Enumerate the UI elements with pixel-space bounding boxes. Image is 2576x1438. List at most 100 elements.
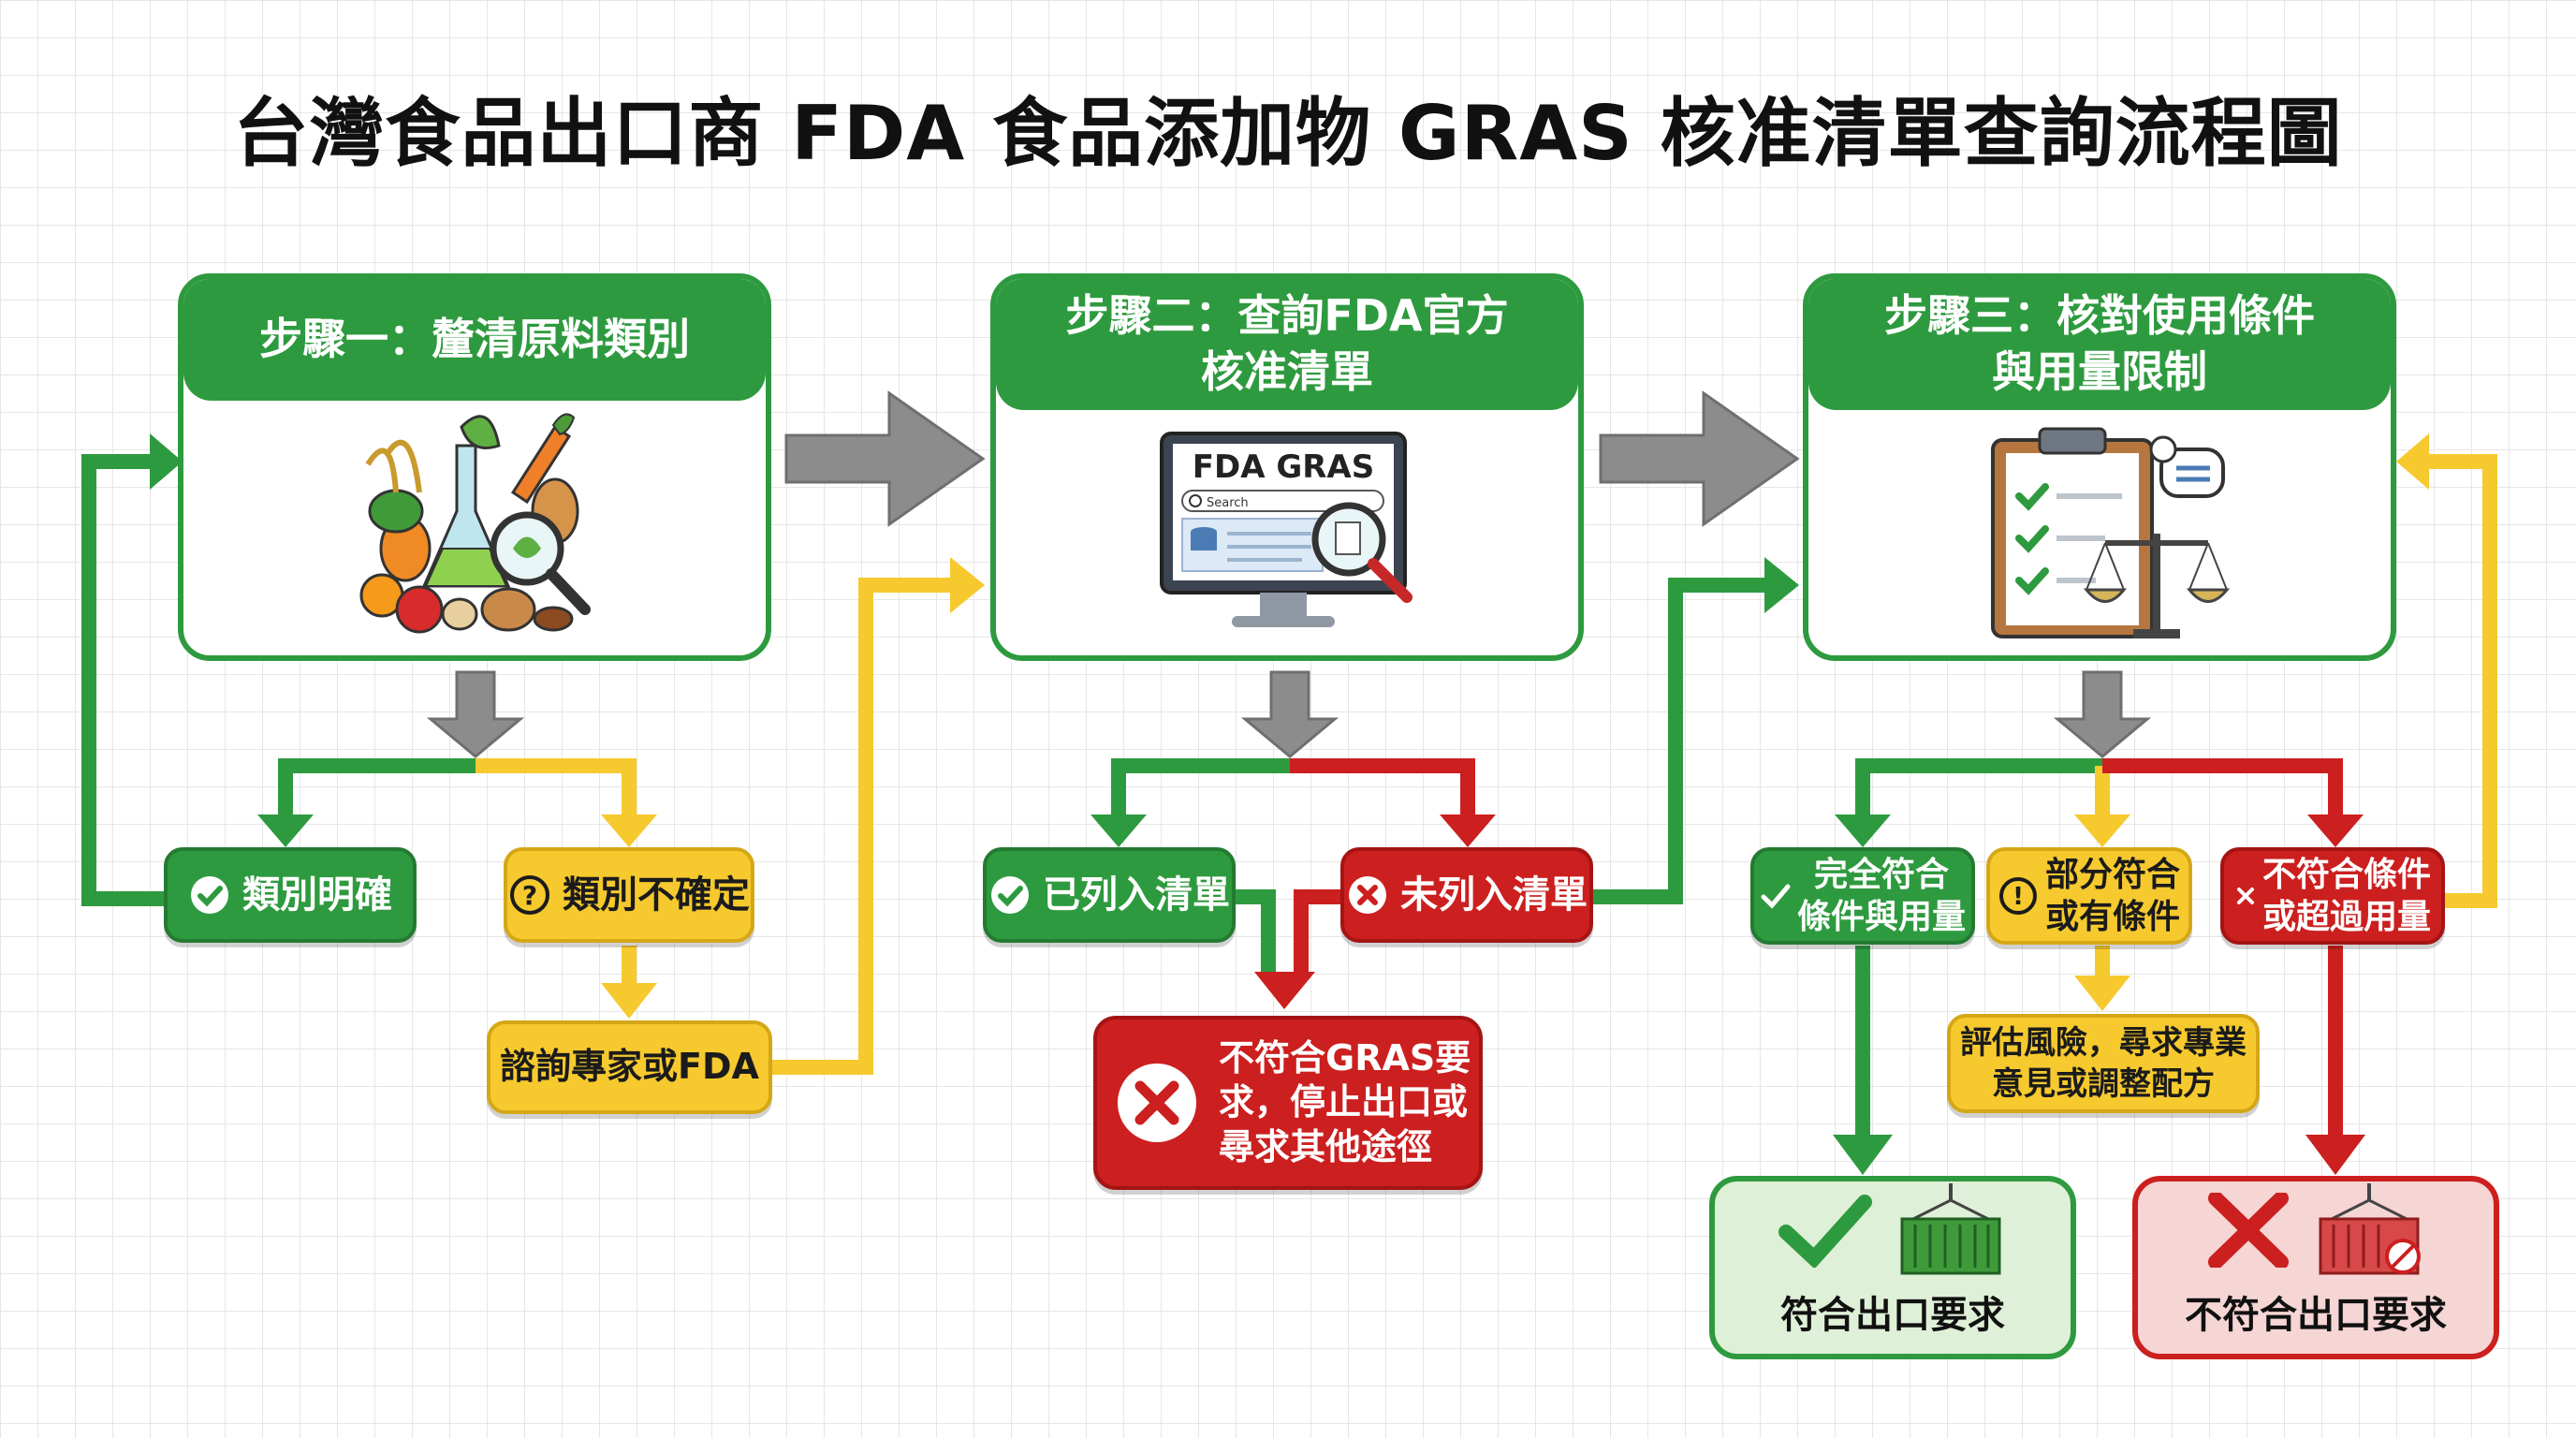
fda-gras-monitor-icon: FDA GRAS Search <box>1160 432 1412 627</box>
x-icon <box>2208 1193 2289 1268</box>
consult-expert-label: 諮詢專家或FDA <box>500 1046 759 1088</box>
arrowhead-consult <box>601 983 657 1019</box>
page-title: 台灣食品出口商 FDA 食品添加物 GRAS 核准清單查詢流程圖 <box>233 90 2343 177</box>
svg-text:?: ? <box>522 880 537 911</box>
full-line1: 完全符合 <box>1813 856 1949 894</box>
fully-compliant-pill: 完全符合 條件與用量 <box>1750 847 1975 945</box>
line-step1-loop-back <box>81 454 164 906</box>
line-step2-red-branch <box>1290 758 1475 824</box>
arrowhead-listed-step3 <box>1764 557 1799 613</box>
arrowhead-step2-green <box>1090 814 1147 847</box>
category-clear-pill: 類別明確 <box>164 847 417 943</box>
stop-line2: 求，停止出口或 <box>1219 1081 1469 1123</box>
listed-label: 已列入清單 <box>1043 873 1230 917</box>
step3-card: 步驟三：核對使用條件 與用量限制 <box>1803 273 2396 661</box>
stop-export-box: 不符合GRAS要 求，停止出口或 尋求其他途徑 <box>1093 1016 1483 1190</box>
assess-risk-box: 評估風險，尋求專業 意見或調整配方 <box>1947 1014 2260 1113</box>
question-circle-icon: ? <box>510 875 549 915</box>
step3-header: 步驟三：核對使用條件 與用量限制 <box>1808 279 2391 410</box>
assess-line2: 意見或調整配方 <box>1992 1065 2215 1103</box>
fail-result-box: 不符合出口要求 <box>2132 1176 2499 1359</box>
pass-result-box: 符合出口要求 <box>1709 1176 2076 1359</box>
stop-export-text: 不符合GRAS要 求，停止出口或 尋求其他途徑 <box>1219 1036 1471 1170</box>
not-listed-label: 未列入清單 <box>1400 873 1588 917</box>
assess-line1: 評估風險，尋求專業 <box>1960 1023 2247 1062</box>
arrowhead-step3-loop <box>2396 433 2429 490</box>
shipping-container-icon <box>1900 1183 2001 1275</box>
arrowhead-consult-step2 <box>950 557 985 613</box>
arrowhead-step2-red <box>1440 814 1496 847</box>
arrowhead-fail-result <box>2305 1135 2365 1175</box>
arrowhead-step3-green <box>1835 814 1891 847</box>
arrowhead-step1-yellow <box>601 814 657 847</box>
line-step2-green-branch <box>1111 758 1290 824</box>
arrowhead-assess <box>2074 976 2130 1011</box>
x-circle-icon <box>1349 876 1386 914</box>
x-circle-icon <box>1118 1064 1196 1142</box>
arrowhead-step1-loop <box>150 433 183 490</box>
line-notlisted-down <box>1294 889 1348 978</box>
blocked-container-icon <box>2319 1183 2421 1275</box>
step2-header: 步驟二：查詢FDA官方 核准清單 <box>996 279 1578 410</box>
category-clear-label: 類別明確 <box>242 873 392 917</box>
line-consult-to-step2 <box>772 578 955 1075</box>
listed-pill: 已列入清單 <box>983 847 1236 943</box>
noncompliant-pill: 不符合條件 或超過用量 <box>2220 847 2445 945</box>
gray-down-arrow-2 <box>1240 670 1339 758</box>
gray-arrow-step2-to-3 <box>1599 390 1800 527</box>
noncompliant-text: 不符合條件 或超過用量 <box>2262 854 2431 938</box>
pass-result-icons <box>1778 1183 2007 1277</box>
gray-arrow-step1-to-2 <box>784 390 986 527</box>
arrowhead-step1-green <box>257 814 314 847</box>
line-listed-down <box>1234 889 1276 978</box>
stop-line1: 不符合GRAS要 <box>1219 1036 1471 1078</box>
gray-down-arrow-1 <box>426 670 525 758</box>
pass-result-label: 符合出口要求 <box>1780 1294 2005 1337</box>
line-step3-green-branch <box>1855 758 2102 824</box>
check-icon <box>1778 1195 1872 1268</box>
gray-down-arrow-3 <box>2053 670 2152 758</box>
step3-header-line2: 與用量限制 <box>1992 346 2207 397</box>
step2-header-line1: 步驟二：查詢FDA官方 <box>1065 290 1509 342</box>
line-step1-green-branch <box>278 758 476 824</box>
line-step3-loop-back <box>2424 454 2497 908</box>
fail-result-icons <box>2206 1183 2425 1277</box>
check-circle-icon <box>191 876 228 914</box>
fully-compliant-text: 完全符合 條件與用量 <box>1797 854 1966 938</box>
arrowhead-pass <box>1833 1135 1893 1175</box>
line-step3-red-branch <box>2102 758 2343 824</box>
clipboard-scale-icon <box>1991 427 2231 638</box>
not-listed-pill: 未列入清單 <box>1340 847 1593 943</box>
step1-card: 步驟一：釐清原料類別 <box>178 273 771 661</box>
stop-line3: 尋求其他途徑 <box>1219 1125 1433 1167</box>
arrowhead-step3-red <box>2307 814 2364 847</box>
check-circle-icon <box>991 876 1029 914</box>
screen-search-label: Search <box>1207 496 1249 510</box>
x-icon <box>2236 888 2254 904</box>
full-line2: 條件與用量 <box>1796 898 1966 936</box>
category-unsure-pill: ? 類別不確定 <box>504 847 754 943</box>
fail-line2: 或超過用量 <box>2261 898 2431 936</box>
partial-line2: 或有條件 <box>2044 898 2180 936</box>
check-icon <box>1761 884 1791 909</box>
category-unsure-label: 類別不確定 <box>563 873 750 917</box>
partial-line1: 部分符合 <box>2044 856 2180 894</box>
step1-header: 步驟一：釐清原料類別 <box>183 279 766 401</box>
partial-compliant-text: 部分符合 或有條件 <box>2045 854 2180 938</box>
svg-text:!: ! <box>2012 883 2024 911</box>
arrowhead-step3-yellow <box>2074 814 2130 847</box>
fail-line1: 不符合條件 <box>2261 856 2431 894</box>
step2-card: 步驟二：查詢FDA官方 核准清單 FDA GRAS Search <box>990 273 1584 661</box>
consult-expert-pill: 諮詢專家或FDA <box>487 1020 772 1114</box>
exclamation-circle-icon: ! <box>1998 877 2037 915</box>
step2-header-line2: 核准清單 <box>1201 346 1373 397</box>
screen-title-text: FDA GRAS <box>1193 448 1375 486</box>
ingredients-illustration-icon <box>359 413 591 634</box>
partial-compliant-pill: ! 部分符合 或有條件 <box>1986 847 2192 945</box>
step3-header-line1: 步驟三：核對使用條件 <box>1884 290 2315 342</box>
line-step1-yellow-branch <box>476 758 637 824</box>
arrowhead-stop <box>1254 972 1315 1009</box>
fail-result-label: 不符合出口要求 <box>2185 1294 2447 1337</box>
line-listed-to-step3 <box>1591 578 1769 904</box>
